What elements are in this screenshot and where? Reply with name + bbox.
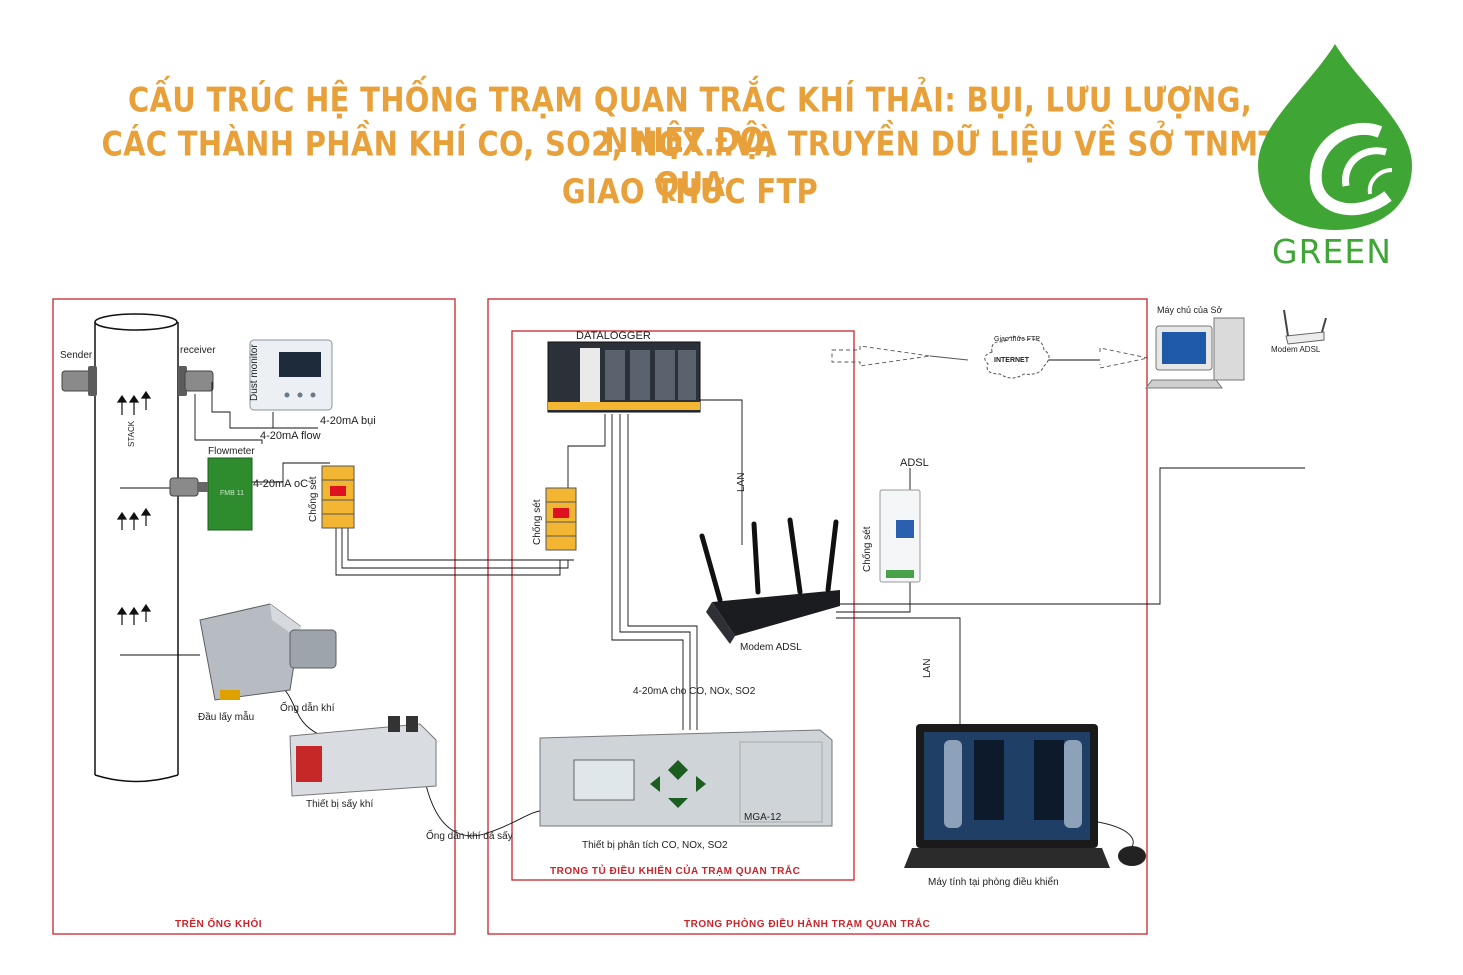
title-line-3: GIAO THỨC FTP <box>561 170 819 212</box>
analyzer-device <box>539 729 833 827</box>
signal-dust-label: 4-20mA bụi <box>320 415 376 427</box>
stack-footer: TRÊN ỐNG KHÓI <box>175 919 263 930</box>
remote-modem-icon <box>1283 309 1327 345</box>
receiver-device <box>178 366 214 396</box>
stack-frame <box>52 298 456 935</box>
signal-gas-label: 4-20mA cho CO, NOx, SO2 <box>633 686 756 697</box>
lan2-label: LAN <box>922 658 933 678</box>
ftp-arrows <box>831 345 1149 369</box>
flowmeter-label: Flowmeter <box>208 446 255 457</box>
dryer-device <box>289 716 437 797</box>
server-label: Máy chủ của Sở <box>1157 305 1223 315</box>
flowmeter-device <box>169 457 253 531</box>
green-logo-icon <box>1258 44 1412 230</box>
laptop-icon <box>904 724 1146 868</box>
control-room-footer: TRONG PHÒNG ĐIỀU HÀNH TRẠM QUAN TRẮC <box>684 919 931 930</box>
adsl-label: ADSL <box>900 457 929 469</box>
sender-device <box>61 366 97 396</box>
surge-protector-1 <box>321 465 355 529</box>
control-room-frame <box>487 298 1148 935</box>
computer-label: Máy tính tại phòng điều khiển <box>928 877 1059 888</box>
ftp-label: Giao thức FTP <box>994 336 1040 343</box>
dust-monitor-label: Dust monitor <box>249 344 260 401</box>
surge3-label: Chống sét <box>862 526 873 572</box>
remote-modem-label: Modem ADSL <box>1271 345 1321 354</box>
dryer-label: Thiết bị sấy khí <box>306 799 374 810</box>
flowmeter-model-label: FMB 11 <box>220 490 244 497</box>
receiver-label: receiver <box>180 345 216 356</box>
analyzer-model-label: MGA-12 <box>744 812 782 823</box>
internet-label: INTERNET <box>994 357 1029 364</box>
datalogger-device <box>547 341 701 413</box>
cabinet-footer: TRONG TỦ ĐIỀU KHIỂN CỦA TRẠM QUAN TRẮC <box>550 866 801 877</box>
dust-monitor-device <box>249 339 333 411</box>
surge2-label: Chống sét <box>532 499 543 545</box>
title-line-1: CẤU TRÚC HỆ THỐNG TRẠM QUAN TRẮC KHÍ THẢ… <box>127 79 1253 161</box>
cabinet-frame <box>511 330 855 881</box>
cloud-icon <box>984 336 1050 379</box>
stack-icon <box>94 313 179 783</box>
analyzer-label: Thiết bị phân tích CO, NOx, SO2 <box>582 840 728 851</box>
sender-label: Sender <box>60 350 93 361</box>
stack-label: STACK <box>127 420 136 447</box>
dried-tube-label: Ống dẫn khí đã sấy <box>426 831 513 842</box>
router-icon <box>699 517 840 644</box>
gas-tube-label: Ống dẫn khí <box>280 703 335 714</box>
logo-text: GREEN <box>1272 232 1392 271</box>
lan1-label: LAN <box>736 472 747 492</box>
sample-probe-device <box>199 603 337 701</box>
surge1-label: Chống sét <box>308 476 319 522</box>
router-label: Modem ADSL <box>740 642 802 653</box>
surge-protector-3 <box>879 489 921 583</box>
signal-temp-label: 4-20mA oC <box>253 478 309 490</box>
signal-flow-label: 4-20mA flow <box>260 430 321 442</box>
surge-protector-2 <box>545 487 577 551</box>
server-icon <box>1145 317 1245 389</box>
title-line-2: CÁC THÀNH PHẦN KHÍ CO, SO2, NOX…VÀ TRUYỀ… <box>101 123 1279 205</box>
probe-label: Đầu lấy mẫu <box>198 712 255 723</box>
datalogger-label: DATALOGGER <box>576 330 651 342</box>
